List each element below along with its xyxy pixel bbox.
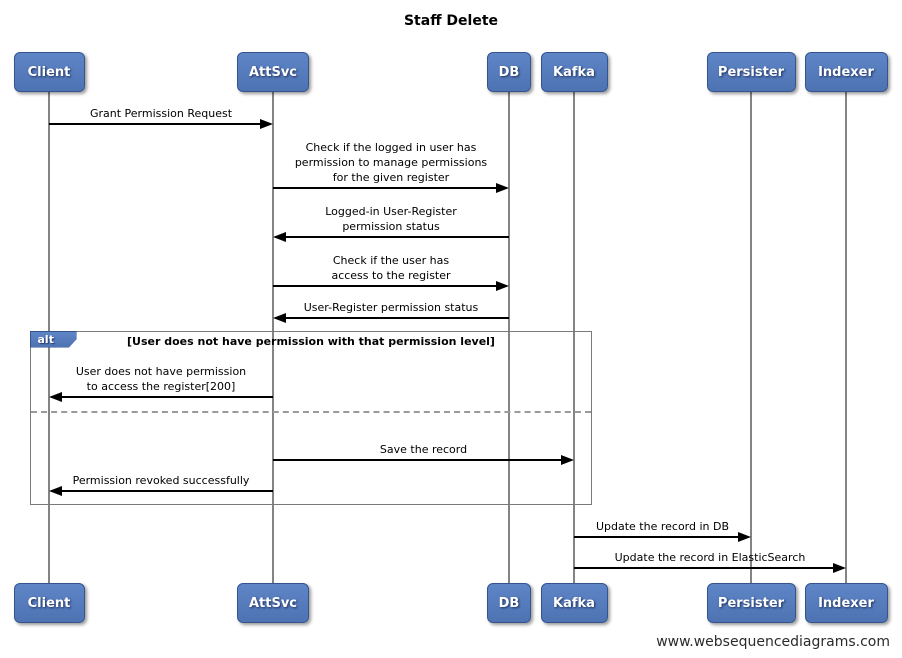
message-arrow-line (49, 123, 262, 125)
diagram-title: Staff Delete (403, 13, 499, 29)
message-arrowhead (273, 313, 286, 323)
message-arrowhead (496, 183, 509, 193)
actor-box-db-bottom: DB (487, 583, 531, 623)
message-arrow-line (284, 317, 509, 319)
actor-box-indexer-top: Indexer (804, 52, 888, 92)
alt-label-tab: alt (29, 330, 77, 348)
message-arrowhead (833, 563, 846, 573)
actor-box-persister-bottom: Persister (706, 583, 796, 623)
actor-box-attsvc-top: AttSvc (237, 52, 309, 92)
message-arrowhead (49, 392, 62, 402)
actor-box-db-top: DB (487, 52, 531, 92)
message-label: Save the record (379, 443, 468, 456)
message-arrow-line (60, 396, 273, 398)
lifeline-db (508, 92, 510, 583)
alt-else-divider (31, 411, 591, 413)
lifeline-indexer (845, 92, 847, 583)
message-arrowhead (49, 486, 62, 496)
actor-box-attsvc-bottom: AttSvc (237, 583, 309, 623)
message-arrowhead (273, 232, 286, 242)
lifeline-kafka (573, 92, 575, 583)
message-arrowhead (496, 281, 509, 291)
message-arrow-line (273, 285, 498, 287)
lifeline-persister (750, 92, 752, 583)
actor-box-persister-top: Persister (706, 52, 796, 92)
message-arrow-line (273, 459, 563, 461)
message-label: User-Register permission status (303, 301, 479, 314)
actor-box-kafka-bottom: Kafka (540, 583, 608, 623)
message-arrow-line (60, 490, 273, 492)
watermark-url: www.websequencediagrams.com (656, 634, 890, 650)
message-label: Permission revoked successfully (72, 474, 250, 487)
actor-box-kafka-top: Kafka (540, 52, 608, 92)
message-arrowhead (738, 532, 751, 542)
message-arrow-line (574, 536, 740, 538)
message-arrow-line (273, 187, 498, 189)
message-arrowhead (260, 119, 273, 129)
actor-box-client-top: Client (13, 52, 85, 92)
lifeline-attsvc (272, 92, 274, 583)
message-label: Grant Permission Request (89, 107, 233, 120)
message-arrow-line (284, 236, 509, 238)
message-arrow-line (574, 567, 835, 569)
alt-frame: alt [User does not have permission with … (29, 330, 592, 505)
actor-box-indexer-bottom: Indexer (804, 583, 888, 623)
message-label: Update the record in ElasticSearch (614, 551, 806, 564)
message-label: Update the record in DB (595, 520, 730, 533)
actor-box-client-bottom: Client (13, 583, 85, 623)
message-arrowhead (561, 455, 574, 465)
alt-condition-text: [User does not have permission with that… (127, 335, 495, 348)
